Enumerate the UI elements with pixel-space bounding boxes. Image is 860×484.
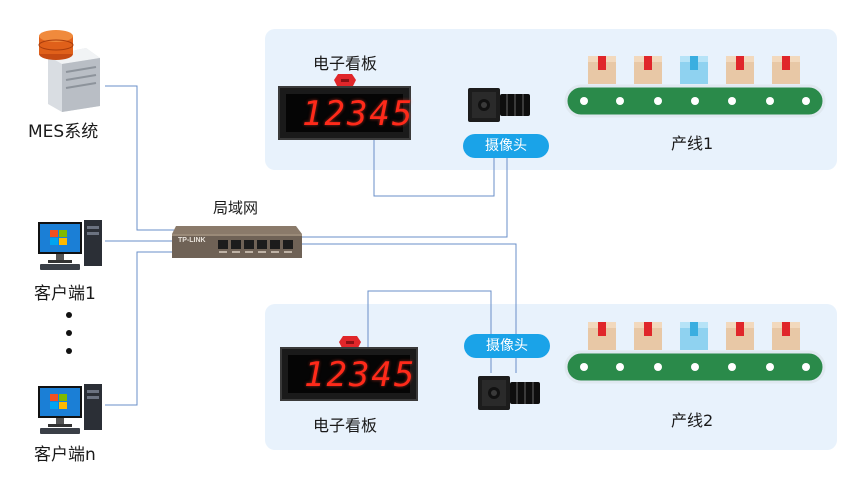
router-brand: TP-LINK [178,237,206,244]
server-icon [38,30,100,112]
line-1-led-board [278,86,411,140]
client-n-label: 客户端n [34,445,96,465]
line-2-conveyor [564,322,826,384]
camera-icon [468,88,530,122]
wire-line-1 [300,158,508,238]
line-1-conveyor [564,56,826,118]
wire-client-n [105,251,178,406]
line-2-board-digits: 12345 [304,355,417,395]
line-1-board-digits: 12345 [302,94,415,134]
wire-mes [105,85,178,231]
line-2-board-label: 电子看板 [313,416,378,435]
router-icon [172,226,302,258]
line-2-led-board [280,347,418,401]
board-mount-icon [334,74,356,88]
wire-board-1 [373,140,495,197]
computer-icon [38,220,102,270]
board-mount-icon [339,336,361,350]
lan-label: 局域网 [213,199,259,217]
line-1-board-label: 电子看板 [313,54,378,73]
line-2-camera-badge: 摄像头 [464,334,550,358]
line-1-camera-badge: 摄像头 [463,134,549,158]
line-1-label: 产线1 [671,134,714,153]
box-icon [588,322,800,350]
client-1-label: 客户端1 [34,284,96,304]
box-icon [588,56,800,84]
wire-board-2 [367,290,492,373]
camera-icon [478,376,540,410]
mes-label: MES系统 [28,122,99,142]
computer-icon [38,384,102,434]
ellipsis-dots [66,312,74,356]
line-2-label: 产线2 [671,411,714,430]
wire-line-2 [300,243,517,373]
